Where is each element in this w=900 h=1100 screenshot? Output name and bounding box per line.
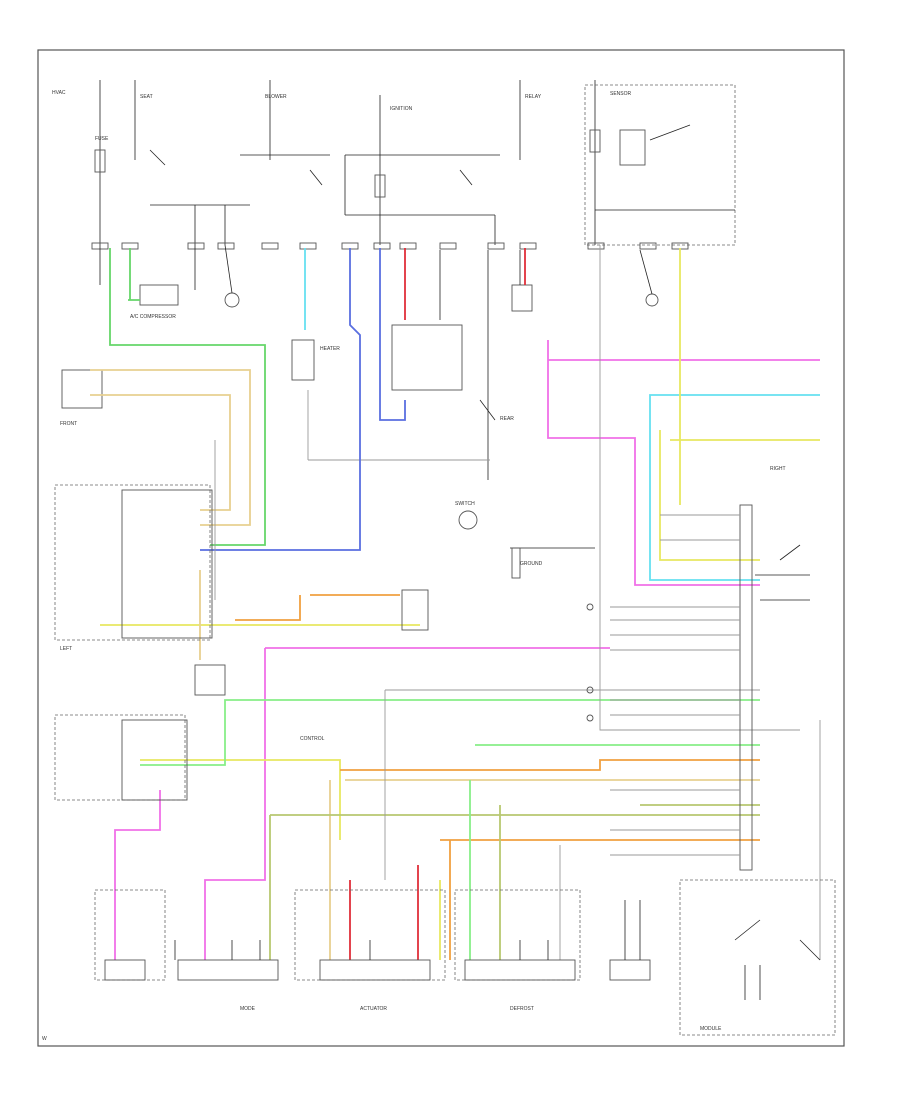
blower-switch-box bbox=[61, 369, 103, 409]
fuse-block-3 bbox=[589, 129, 601, 153]
label-blower: BLOWER bbox=[265, 94, 287, 100]
label-front: FRONT bbox=[60, 421, 77, 427]
label-heater: HEATER bbox=[320, 346, 340, 352]
wire-olive bbox=[269, 804, 760, 960]
label-defrost: DEFROST bbox=[510, 1006, 534, 1012]
label-left: LEFT bbox=[60, 646, 72, 652]
label-control: CONTROL bbox=[300, 736, 325, 742]
label-rear: REAR bbox=[500, 416, 514, 422]
left-modules bbox=[54, 484, 226, 801]
fuse-block-2 bbox=[374, 174, 386, 198]
label-ground: GROUND bbox=[520, 561, 543, 567]
middle-sensors bbox=[401, 547, 595, 722]
wire-tan bbox=[90, 369, 760, 960]
wire-pink bbox=[114, 340, 820, 960]
seat-control-module bbox=[54, 714, 186, 801]
hvac-module-box bbox=[679, 879, 836, 1036]
label-module: MODULE bbox=[700, 1026, 722, 1032]
right-connector-block bbox=[610, 504, 836, 1036]
temp-sensor-box bbox=[401, 589, 429, 631]
upper-components bbox=[61, 244, 659, 530]
recirc-actuator bbox=[104, 959, 146, 981]
colored-wires bbox=[90, 245, 821, 960]
ground-2 bbox=[458, 510, 478, 530]
bottom-actuators bbox=[94, 889, 651, 981]
temp-actuator bbox=[319, 959, 431, 981]
label-relay: RELAY bbox=[525, 94, 542, 100]
label-ignition: IGNITION bbox=[390, 106, 413, 112]
ground-3 bbox=[645, 293, 659, 307]
label-hvac: HVAC bbox=[52, 90, 66, 96]
fuse-block-1 bbox=[94, 149, 106, 173]
sensor-box-right bbox=[511, 284, 533, 312]
label-mode: MODE bbox=[240, 1006, 256, 1012]
wire-cyan bbox=[304, 248, 820, 581]
air-inlet-actuator bbox=[609, 959, 651, 981]
wire-orange bbox=[235, 594, 760, 960]
defrost-actuator bbox=[464, 959, 576, 981]
splice-pack bbox=[194, 664, 226, 696]
wire-gray bbox=[214, 245, 821, 960]
wire-light-green bbox=[140, 699, 760, 960]
blower-relay bbox=[291, 339, 315, 381]
ground-1 bbox=[224, 292, 240, 308]
label-right: RIGHT bbox=[770, 466, 786, 472]
ac-compressor-relay bbox=[139, 284, 179, 306]
connector-row bbox=[91, 242, 689, 250]
label-switch: SWITCH bbox=[455, 501, 475, 507]
hvac-relay-center-box bbox=[584, 84, 736, 246]
relay-coil-box bbox=[619, 129, 646, 166]
footer-code: W bbox=[42, 1036, 47, 1042]
label-ac-compressor: A/C COMPRESSOR bbox=[130, 314, 176, 320]
wire-red bbox=[349, 248, 526, 960]
power-feed-section bbox=[94, 80, 736, 246]
component-labels: HVAC SEAT BLOWER IGNITION RELAY SENSOR A… bbox=[42, 90, 786, 1042]
hvac-control-module bbox=[54, 484, 211, 641]
mode-actuator bbox=[177, 959, 279, 981]
label-actuator: ACTUATOR bbox=[360, 1006, 387, 1012]
wire-yellow bbox=[100, 248, 820, 960]
label-seat: SEAT bbox=[140, 94, 153, 100]
diagram-frame bbox=[37, 49, 845, 1047]
label-sensor: SENSOR bbox=[610, 91, 632, 97]
blower-motor-box bbox=[391, 324, 463, 391]
wire-green bbox=[109, 248, 266, 546]
label-fuse: FUSE bbox=[95, 136, 109, 142]
wire-blue bbox=[200, 248, 406, 551]
hvac-module-connector bbox=[739, 504, 753, 871]
